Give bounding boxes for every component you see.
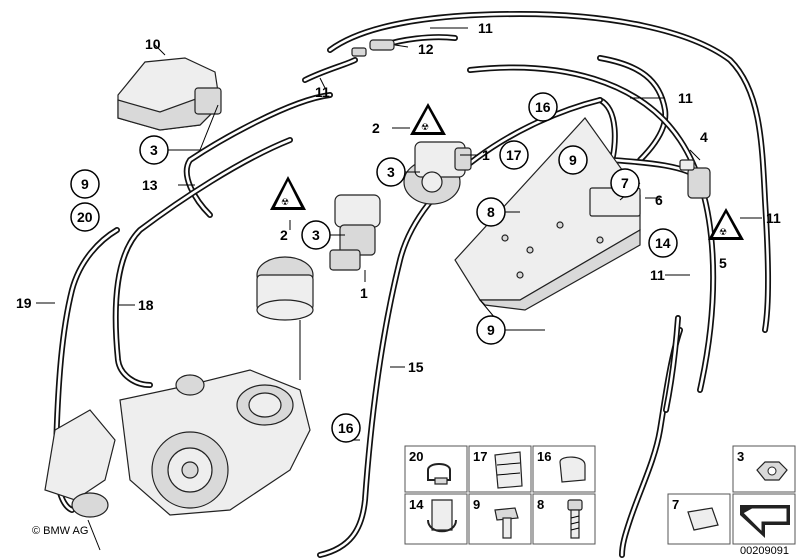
callout-16-lower: 16	[338, 420, 354, 436]
connector-part-12	[351, 39, 395, 57]
drawing-number: 00209091	[740, 545, 789, 557]
callout-2-lower: 2	[280, 227, 288, 243]
callout-3-mid: 3	[387, 164, 395, 180]
legend-label-3: 3	[737, 449, 744, 464]
svg-text:☢: ☢	[281, 197, 289, 207]
vacuum-hoses	[52, 10, 772, 558]
legend-box-8	[532, 493, 596, 545]
legend-label-8: 8	[537, 497, 544, 512]
legend-label-9: 9	[473, 497, 480, 512]
oil-pipe	[663, 315, 681, 413]
callout-8: 8	[487, 204, 495, 220]
pressure-converter-upper	[403, 141, 472, 205]
callout-9-left: 9	[81, 176, 89, 192]
callout-labels: 10 12 11 11 11 4 16 2 1 17 3 3 13 9 20 2…	[16, 20, 781, 443]
callout-10: 10	[145, 36, 161, 52]
callout-19: 19	[16, 295, 32, 311]
callout-11-short: 11	[315, 84, 330, 100]
wastegate-actuator	[256, 256, 314, 380]
legend-label-20: 20	[409, 449, 423, 464]
callout-15: 15	[408, 359, 424, 375]
callout-16-circle	[528, 92, 558, 122]
engine-cover-part-10	[117, 57, 222, 131]
leader-lines	[36, 27, 762, 551]
callout-18: 18	[138, 297, 154, 313]
callout-9-lower-circle	[476, 315, 506, 345]
callout-3-lower: 3	[312, 227, 320, 243]
sensor-part-4	[679, 159, 711, 199]
bracket-part-6	[454, 117, 641, 311]
callout-9-left-circle	[70, 169, 100, 199]
callout-3-lower-circle	[301, 220, 331, 250]
turbocharger	[44, 369, 311, 518]
callout-11-far-right: 11	[766, 210, 781, 226]
warning-label-2-upper: ☢	[410, 103, 446, 135]
legend-label-14: 14	[409, 497, 424, 512]
svg-text:☢: ☢	[719, 227, 727, 237]
warning-label-2-lower: ☢	[270, 176, 306, 210]
callout-9-lower: 9	[487, 322, 495, 338]
callout-11-top: 11	[478, 20, 493, 36]
callout-1-upper: 1	[482, 147, 490, 163]
callout-7-circle	[610, 168, 640, 198]
callout-7: 7	[621, 175, 629, 191]
callout-3-left-circle	[139, 135, 169, 165]
legend-label-16: 16	[537, 449, 551, 464]
callout-4: 4	[700, 129, 708, 145]
callout-20: 20	[77, 209, 93, 225]
callout-3-left: 3	[150, 142, 158, 158]
legend-box-14	[404, 493, 468, 545]
callout-12: 12	[418, 41, 434, 57]
callout-14: 14	[655, 235, 671, 251]
callout-16: 16	[535, 99, 551, 115]
callout-2-upper: 2	[372, 120, 380, 136]
callout-17: 17	[506, 147, 522, 163]
callout-1-lower: 1	[360, 285, 368, 301]
callout-13: 13	[142, 177, 158, 193]
callout-11-right: 11	[678, 90, 693, 106]
svg-text:☢: ☢	[421, 122, 429, 132]
callout-14-circle	[648, 228, 678, 258]
warning-label-5: ☢	[708, 208, 744, 240]
callout-17-circle	[499, 140, 529, 170]
copyright-text: © BMW AG	[32, 525, 88, 537]
callout-9-mid: 9	[569, 152, 577, 168]
parts-legend: 20 17 16 3 14 9 8 7	[404, 445, 796, 545]
callout-11-lower-right: 11	[650, 267, 665, 283]
callout-5: 5	[719, 255, 727, 271]
pressure-converter-lower	[329, 194, 381, 271]
legend-label-7: 7	[672, 497, 679, 512]
callout-8-circle	[476, 197, 506, 227]
legend-label-17: 17	[473, 449, 487, 464]
callout-3-mid-circle	[376, 157, 406, 187]
callout-6: 6	[655, 192, 663, 208]
callout-20-circle	[70, 202, 100, 232]
callout-9-mid-circle	[558, 145, 588, 175]
callout-16-lower-circle	[331, 413, 361, 443]
